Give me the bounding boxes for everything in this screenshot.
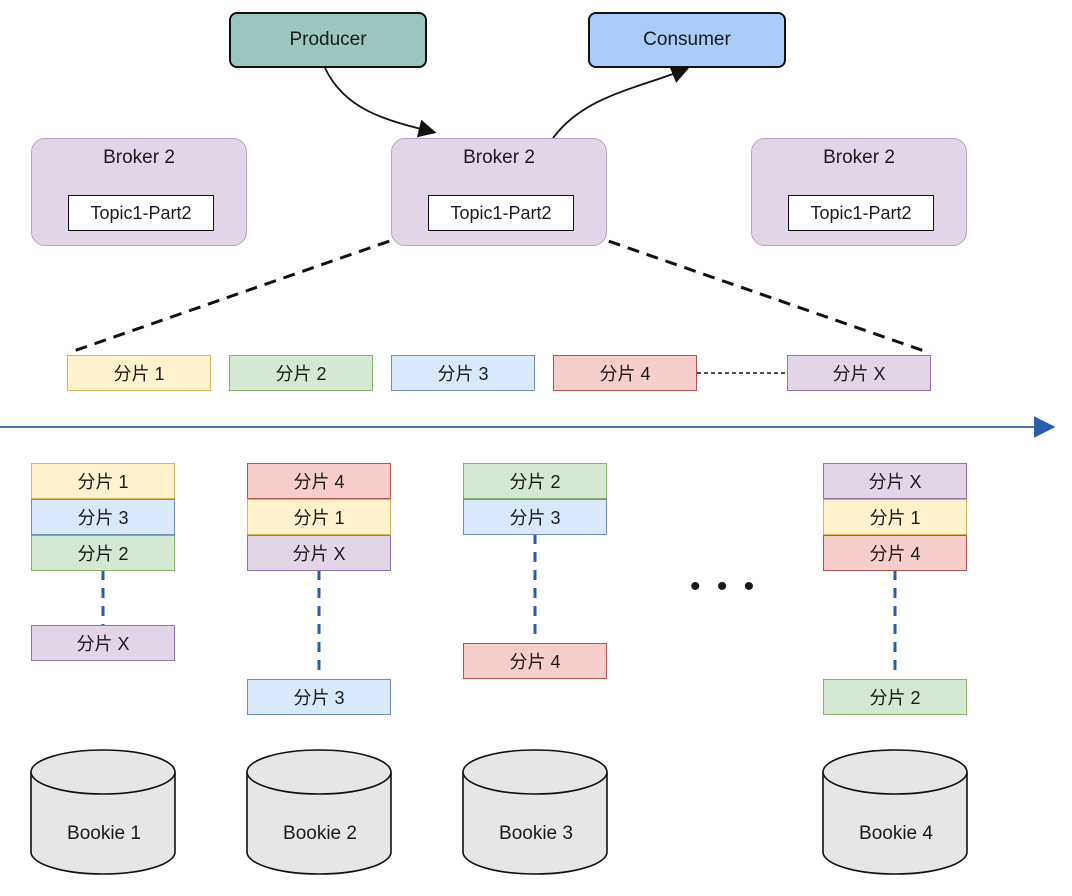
broker-center: Broker 2 Topic1-Part2: [391, 138, 607, 246]
bookie-4-segment: 分片 2: [823, 679, 967, 715]
bookie-3-segment: 分片 4: [463, 643, 607, 679]
consumer-label: Consumer: [643, 29, 731, 50]
bookie-3-segment: 分片 2: [463, 463, 607, 499]
broker-title: Broker 2: [823, 147, 895, 168]
zoom-line-left: [67, 226, 428, 355]
bookie-2-segment: 分片 1: [247, 499, 391, 535]
bookie-2-segment: 分片 4: [247, 463, 391, 499]
broker-right: Broker 2 Topic1-Part2: [751, 138, 967, 246]
zoom-line-right: [570, 226, 931, 355]
segment-3: 分片 3: [391, 355, 535, 391]
segment-1: 分片 1: [67, 355, 211, 391]
producer-to-broker-arrow: [324, 67, 437, 138]
bookie-3-label: Bookie 3: [499, 823, 573, 844]
segment-x: 分片 X: [787, 355, 931, 391]
broker-title: Broker 2: [463, 147, 535, 168]
bookie-4-label: Bookie 4: [859, 823, 933, 844]
consumer-node: Consumer: [588, 12, 786, 68]
topic-partition: Topic1-Part2: [428, 195, 574, 231]
segment-4: 分片 4: [553, 355, 697, 391]
producer-label: Producer: [289, 29, 367, 50]
bookie-1-segment: 分片 X: [31, 625, 175, 661]
bookie-1-cylinder: [30, 749, 176, 875]
topic-partition: Topic1-Part2: [788, 195, 934, 231]
bookie-3-segment: 分片 3: [463, 499, 607, 535]
bookie-1-label: Bookie 1: [67, 823, 141, 844]
broker-to-consumer-arrow: [552, 66, 690, 139]
bookie-1-segment: 分片 1: [31, 463, 175, 499]
bookie-1-segment: 分片 2: [31, 535, 175, 571]
producer-node: Producer: [229, 12, 427, 68]
bookie-2-label: Bookie 2: [283, 823, 357, 844]
topic-partition: Topic1-Part2: [68, 195, 214, 231]
ellipsis: • • •: [690, 570, 759, 603]
bookie-2-segment: 分片 3: [247, 679, 391, 715]
segment-2: 分片 2: [229, 355, 373, 391]
bookie-4-cylinder: [822, 749, 968, 875]
broker-left: Broker 2 Topic1-Part2: [31, 138, 247, 246]
bookie-2-cylinder: [246, 749, 392, 875]
broker-title: Broker 2: [103, 147, 175, 168]
bookie-4-segment: 分片 X: [823, 463, 967, 499]
bookie-2-segment: 分片 X: [247, 535, 391, 571]
bookie-1-segment: 分片 3: [31, 499, 175, 535]
bookie-4-segment: 分片 4: [823, 535, 967, 571]
bookie-3-cylinder: [462, 749, 608, 875]
bookie-4-segment: 分片 1: [823, 499, 967, 535]
